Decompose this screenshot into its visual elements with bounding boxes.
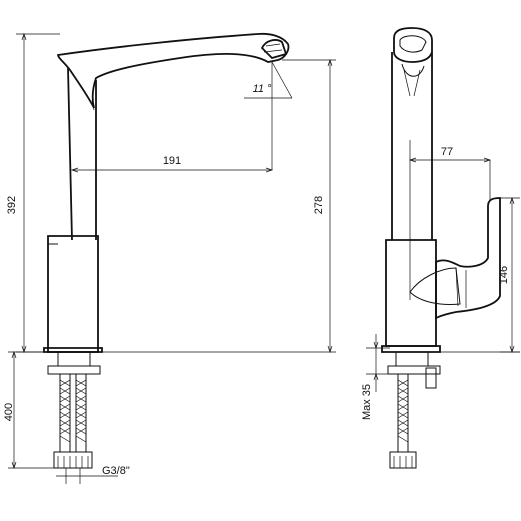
dim-146: 146 [498,266,510,284]
side-hoses [389,374,417,469]
side-handle [435,197,501,320]
dim-77: 77 [441,146,453,158]
aerator [260,39,288,60]
dim-400: 400 [3,403,15,421]
mounting-nut [47,352,101,375]
side-neck [391,52,433,240]
side-base [381,345,441,353]
spout-neck [67,67,97,241]
side-mount [387,365,441,389]
dim-angle: 11 ° [253,83,272,95]
dim-max35: Max 35 [361,384,373,420]
side-view [381,27,501,469]
spout-outline [57,32,290,109]
dim-191: 191 [163,155,181,167]
dim-392: 392 [6,196,18,214]
deck-base [43,347,103,353]
faucet-body [47,235,99,353]
front-view [43,32,290,469]
flexible-hoses [53,374,93,469]
dim-thread: G3/8" [102,465,130,477]
side-dimension-lines [366,140,520,392]
dim-278: 278 [313,196,325,214]
front-dimension-lines [8,32,336,484]
